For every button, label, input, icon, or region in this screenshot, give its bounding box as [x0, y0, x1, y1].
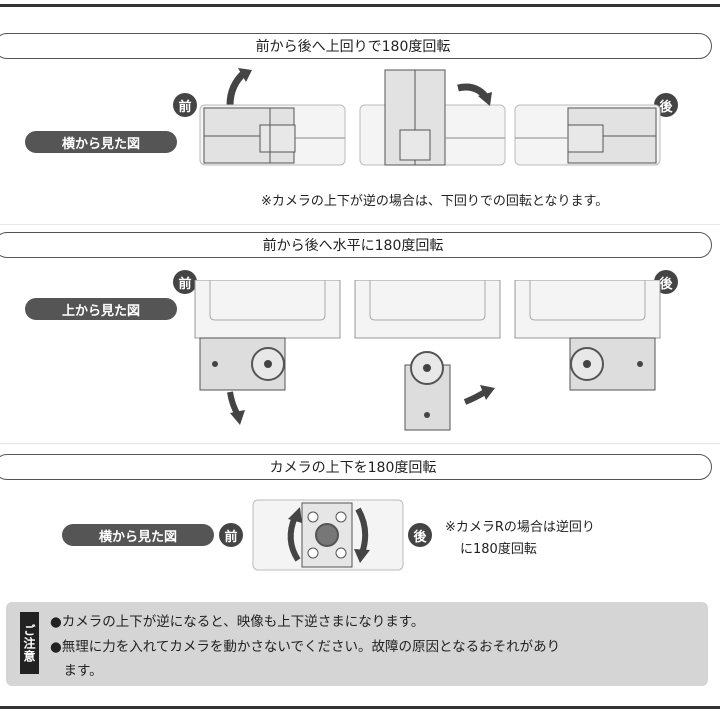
section2-title: 前から後へ水平に180度回転	[262, 238, 444, 254]
section1-view-label: 横から見た図	[25, 131, 177, 153]
view-label-text: 横から見た図	[61, 136, 140, 152]
section3-view-label: 横から見た図	[62, 524, 214, 546]
caution-item: ●カメラの上下が逆になると、映像も上下逆さまになります。	[50, 614, 425, 630]
caution-tag: ご注意	[20, 612, 39, 674]
caution-box: ご注意 ●カメラの上下が逆になると、映像も上下逆さまになります。 ●無理に力を入…	[6, 602, 708, 686]
caution-item: ます。	[50, 663, 103, 679]
camera-flip-illustration	[252, 499, 404, 571]
divider	[0, 443, 720, 444]
view-label-text: 横から見た図	[98, 529, 177, 545]
divider	[0, 224, 720, 225]
section1-note: ※カメラの上下が逆の場合は、下回りでの回転となります。	[261, 194, 609, 209]
back-badge: 後	[408, 523, 432, 547]
section3-note-line2: に180度回転	[460, 542, 537, 557]
section2-view-label: 上から見た図	[25, 298, 177, 320]
caution-item: ●無理に力を入れてカメラを動かさないでください。故障の原因となるおそれがあり	[50, 639, 561, 655]
section3-header: カメラの上下を180度回転	[0, 454, 712, 480]
front-badge: 前	[173, 270, 197, 294]
bottom-rule	[0, 706, 720, 709]
front-badge: 前	[173, 93, 197, 117]
top-rule	[0, 4, 720, 7]
section1-title: 前から後へ上回りで180度回転	[255, 39, 451, 55]
section3-title: カメラの上下を180度回転	[269, 460, 437, 476]
section3-note-line1: ※カメラRの場合は逆回り	[445, 520, 595, 535]
camera-side-rotation-illustration	[199, 68, 661, 166]
front-badge: 前	[219, 523, 243, 547]
section2-header: 前から後へ水平に180度回転	[0, 232, 712, 258]
camera-top-rotation-illustration	[194, 280, 661, 431]
section1-header: 前から後へ上回りで180度回転	[0, 33, 712, 59]
view-label-text: 上から見た図	[61, 303, 140, 319]
